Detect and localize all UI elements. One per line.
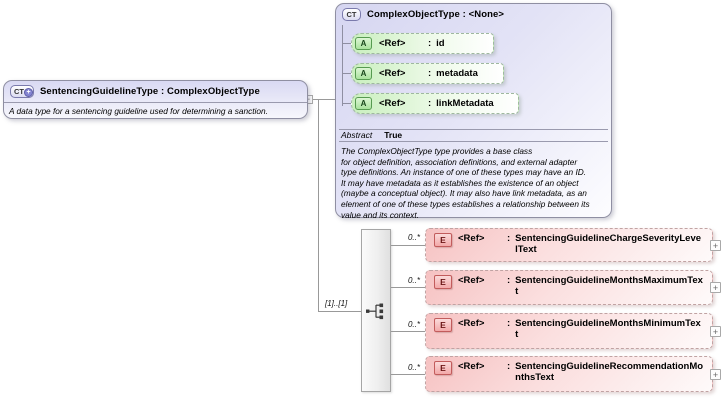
element-sentencing-guideline-months-maximum-text[interactable]: E <Ref> : SentencingGuidelineMonthsMaximu… (425, 270, 713, 305)
connector-line-element (391, 287, 425, 288)
attribute-name: : metadata (428, 68, 478, 79)
connector-line-to-sequence (318, 311, 361, 312)
element-ref: <Ref> (458, 318, 485, 329)
expand-toggle[interactable]: + (710, 326, 721, 337)
abstract-facet-row: Abstract True (341, 130, 402, 140)
name-text: id (436, 38, 445, 49)
element-name: : SentencingGuidelineMonthsMaximumText (507, 275, 703, 297)
occurrence-label: 0..* (407, 363, 420, 372)
ct-icon-label: CT (14, 87, 24, 96)
element-name: : SentencingGuidelineMonthsMinimumText (507, 318, 703, 340)
plus-glyph: + (26, 88, 31, 96)
attribute-tree-line (342, 25, 343, 106)
attribute-icon: A (355, 97, 372, 110)
name-text: metadata (436, 68, 478, 79)
facet-divider (339, 129, 608, 130)
attribute-id[interactable]: A <Ref> : id (351, 33, 494, 54)
attribute-tree-stub (342, 43, 351, 44)
sequence-icon (366, 303, 384, 320)
connector-line-left-to-base (313, 99, 335, 100)
colon: : (507, 318, 511, 329)
facet-divider (339, 141, 608, 142)
abstract-label: Abstract (341, 130, 373, 140)
complex-type-icon: CT (342, 8, 361, 21)
occurrence-label: 0..* (407, 233, 420, 242)
occurrence-label: 0..* (407, 320, 420, 329)
type-box-sentencing-guideline-type[interactable]: CT + SentencingGuidelineType : ComplexOb… (3, 80, 308, 119)
element-icon: E (434, 361, 452, 375)
attribute-metadata[interactable]: A <Ref> : metadata (351, 63, 504, 84)
colon: : (507, 275, 511, 286)
attribute-icon: A (355, 37, 372, 50)
attribute-ref: <Ref> (379, 98, 406, 109)
element-ref: <Ref> (458, 233, 485, 244)
plus-icon: + (712, 326, 719, 337)
attribute-icon: A (355, 67, 372, 80)
expand-toggle[interactable]: + (710, 240, 721, 251)
attribute-name: : id (428, 38, 445, 49)
occurrence-label: 0..* (407, 276, 420, 285)
ct-icon-label: CT (346, 10, 357, 19)
element-ref: <Ref> (458, 361, 485, 372)
cardinality-label: [1]..[1] (325, 299, 348, 308)
element-sentencing-guideline-charge-severity-level-text[interactable]: E <Ref> : SentencingGuidelineChargeSeveri… (425, 228, 713, 262)
colon: : (507, 361, 511, 372)
expand-toggle[interactable]: + (710, 369, 721, 380)
element-icon: E (434, 318, 452, 332)
connector-line-vertical (318, 100, 319, 311)
element-ref: <Ref> (458, 275, 485, 286)
attribute-name: : linkMetadata (428, 98, 494, 109)
connector-line-element (391, 245, 425, 246)
attribute-ref: <Ref> (379, 68, 406, 79)
colon: : (428, 38, 432, 49)
plus-icon: + (712, 369, 719, 380)
colon: : (428, 98, 432, 109)
e-glyph: E (440, 277, 446, 287)
name-text: linkMetadata (436, 98, 494, 109)
base-type-description: The ComplexObjectType type provides a ba… (341, 146, 590, 220)
type-box-complex-object-type[interactable]: CT ComplexObjectType : <None> A <Ref> : i… (335, 3, 612, 220)
element-sentencing-guideline-recommendation-months-text[interactable]: E <Ref> : SentencingGuidelineRecommendati… (425, 356, 713, 392)
name-text: SentencingGuidelineMonthsMaximumText (515, 275, 703, 297)
abstract-value: True (384, 130, 403, 140)
complex-type-plus-icon: CT + (10, 85, 34, 98)
a-glyph: A (360, 99, 367, 108)
base-type-header: CT ComplexObjectType : <None> (336, 4, 611, 23)
e-glyph: E (440, 235, 446, 245)
element-icon: E (434, 233, 452, 247)
type-title: SentencingGuidelineType : ComplexObjectT… (40, 86, 260, 97)
a-glyph: A (360, 39, 367, 48)
element-name: : SentencingGuidelineRecommendationMonths… (507, 361, 703, 383)
attribute-tree-stub (342, 103, 351, 104)
name-text: SentencingGuidelineRecommendationMonthsT… (515, 361, 704, 383)
e-glyph: E (440, 363, 446, 373)
attribute-tree-stub (342, 73, 351, 74)
element-icon: E (434, 275, 452, 289)
e-glyph: E (440, 320, 446, 330)
plus-icon: + (712, 240, 719, 251)
type-description: A data type for a sentencing guideline u… (9, 106, 268, 116)
name-text: SentencingGuidelineMonthsMinimumText (515, 318, 701, 340)
connector-line-element (391, 374, 425, 375)
type-box-header: CT + SentencingGuidelineType : ComplexOb… (4, 81, 307, 100)
name-text: SentencingGuidelineChargeSeverityLevelTe… (515, 233, 702, 255)
header-divider (4, 102, 307, 103)
a-glyph: A (360, 69, 367, 78)
connector-line-element (391, 331, 425, 332)
plus-icon: + (712, 282, 719, 293)
colon: : (428, 68, 432, 79)
element-name: : SentencingGuidelineChargeSeverityLevelT… (507, 233, 703, 255)
element-sentencing-guideline-months-minimum-text[interactable]: E <Ref> : SentencingGuidelineMonthsMinimu… (425, 313, 713, 349)
attribute-ref: <Ref> (379, 38, 406, 49)
colon: : (507, 233, 511, 244)
expand-toggle[interactable]: + (710, 282, 721, 293)
attribute-link-metadata[interactable]: A <Ref> : linkMetadata (351, 93, 519, 114)
derived-plus-icon: + (24, 87, 33, 97)
base-type-title: ComplexObjectType : <None> (367, 9, 505, 20)
